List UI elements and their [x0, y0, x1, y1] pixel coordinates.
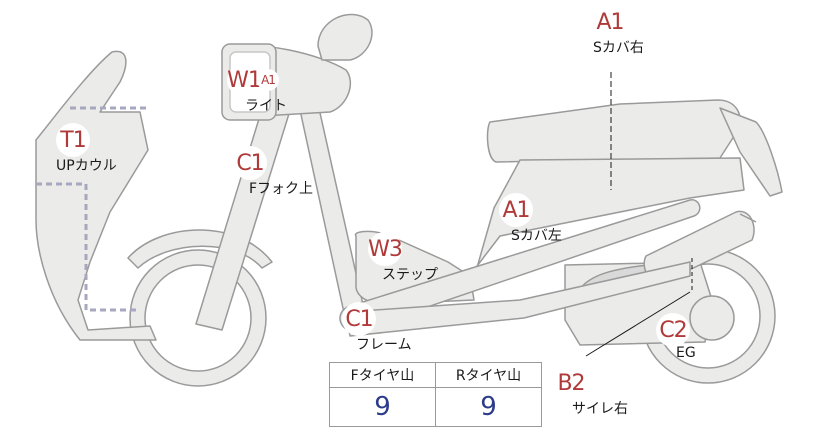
grade-badge: C1: [342, 302, 376, 336]
marker-w3: W3 ステップ: [368, 232, 438, 284]
marker-b2: B2 サイレ右: [554, 366, 628, 418]
rear-tire-value: 9: [435, 387, 542, 427]
frame-lower: [345, 261, 691, 337]
grade-badge: C2: [656, 313, 690, 347]
frame-rail: [339, 199, 701, 332]
seat: [486, 99, 741, 163]
grade-badge: W1: [227, 63, 262, 97]
marker-w1: W1 A1 ライト: [227, 63, 287, 115]
marker-c2: C2 EG: [656, 313, 696, 361]
muffler: [643, 210, 755, 284]
marker-c1-fork: C1 Fフォク上: [233, 146, 313, 198]
part-label: Sカバ右: [593, 40, 644, 56]
tire-tread-table: Fタイヤ山 Rタイヤ山 9 9: [329, 362, 542, 427]
part-label: ライト: [245, 98, 287, 114]
cowl-dash-mid: [36, 182, 136, 312]
grade-badge: C1: [233, 146, 267, 180]
rear-hub: [689, 295, 735, 341]
grade-badge: B2: [554, 366, 588, 400]
tail-light: [719, 107, 783, 197]
part-label: Fフォク上: [249, 181, 314, 197]
mirror: [317, 13, 373, 61]
front-tire-header: Fタイヤ山: [329, 362, 436, 388]
part-label: EG: [676, 345, 696, 361]
part-label: サイレ右: [572, 401, 628, 417]
marker-t1: T1 UPカウル: [56, 123, 117, 175]
part-label: ステップ: [382, 267, 438, 283]
marker-c1-frame: C1 フレーム: [342, 302, 412, 354]
marker-a1-right: A1 Sカバ右: [593, 5, 644, 57]
grade-badge: A1: [499, 193, 533, 227]
muffler-end: [739, 213, 757, 223]
grade-badge: W3: [368, 232, 403, 266]
leader-b2: [585, 291, 691, 357]
part-label: フレーム: [356, 337, 412, 353]
marker-a1-left: A1 Sカバ左: [499, 193, 562, 245]
grade-badge-small: A1: [257, 69, 279, 91]
front-tire-value: 9: [329, 387, 436, 427]
grade-badge: A1: [593, 5, 627, 39]
grade-badge: T1: [56, 123, 90, 157]
side-cover: [461, 157, 745, 297]
part-label: UPカウル: [56, 158, 117, 174]
part-label: Sカバ左: [511, 228, 562, 244]
rear-tire-header: Rタイヤ山: [435, 362, 542, 388]
